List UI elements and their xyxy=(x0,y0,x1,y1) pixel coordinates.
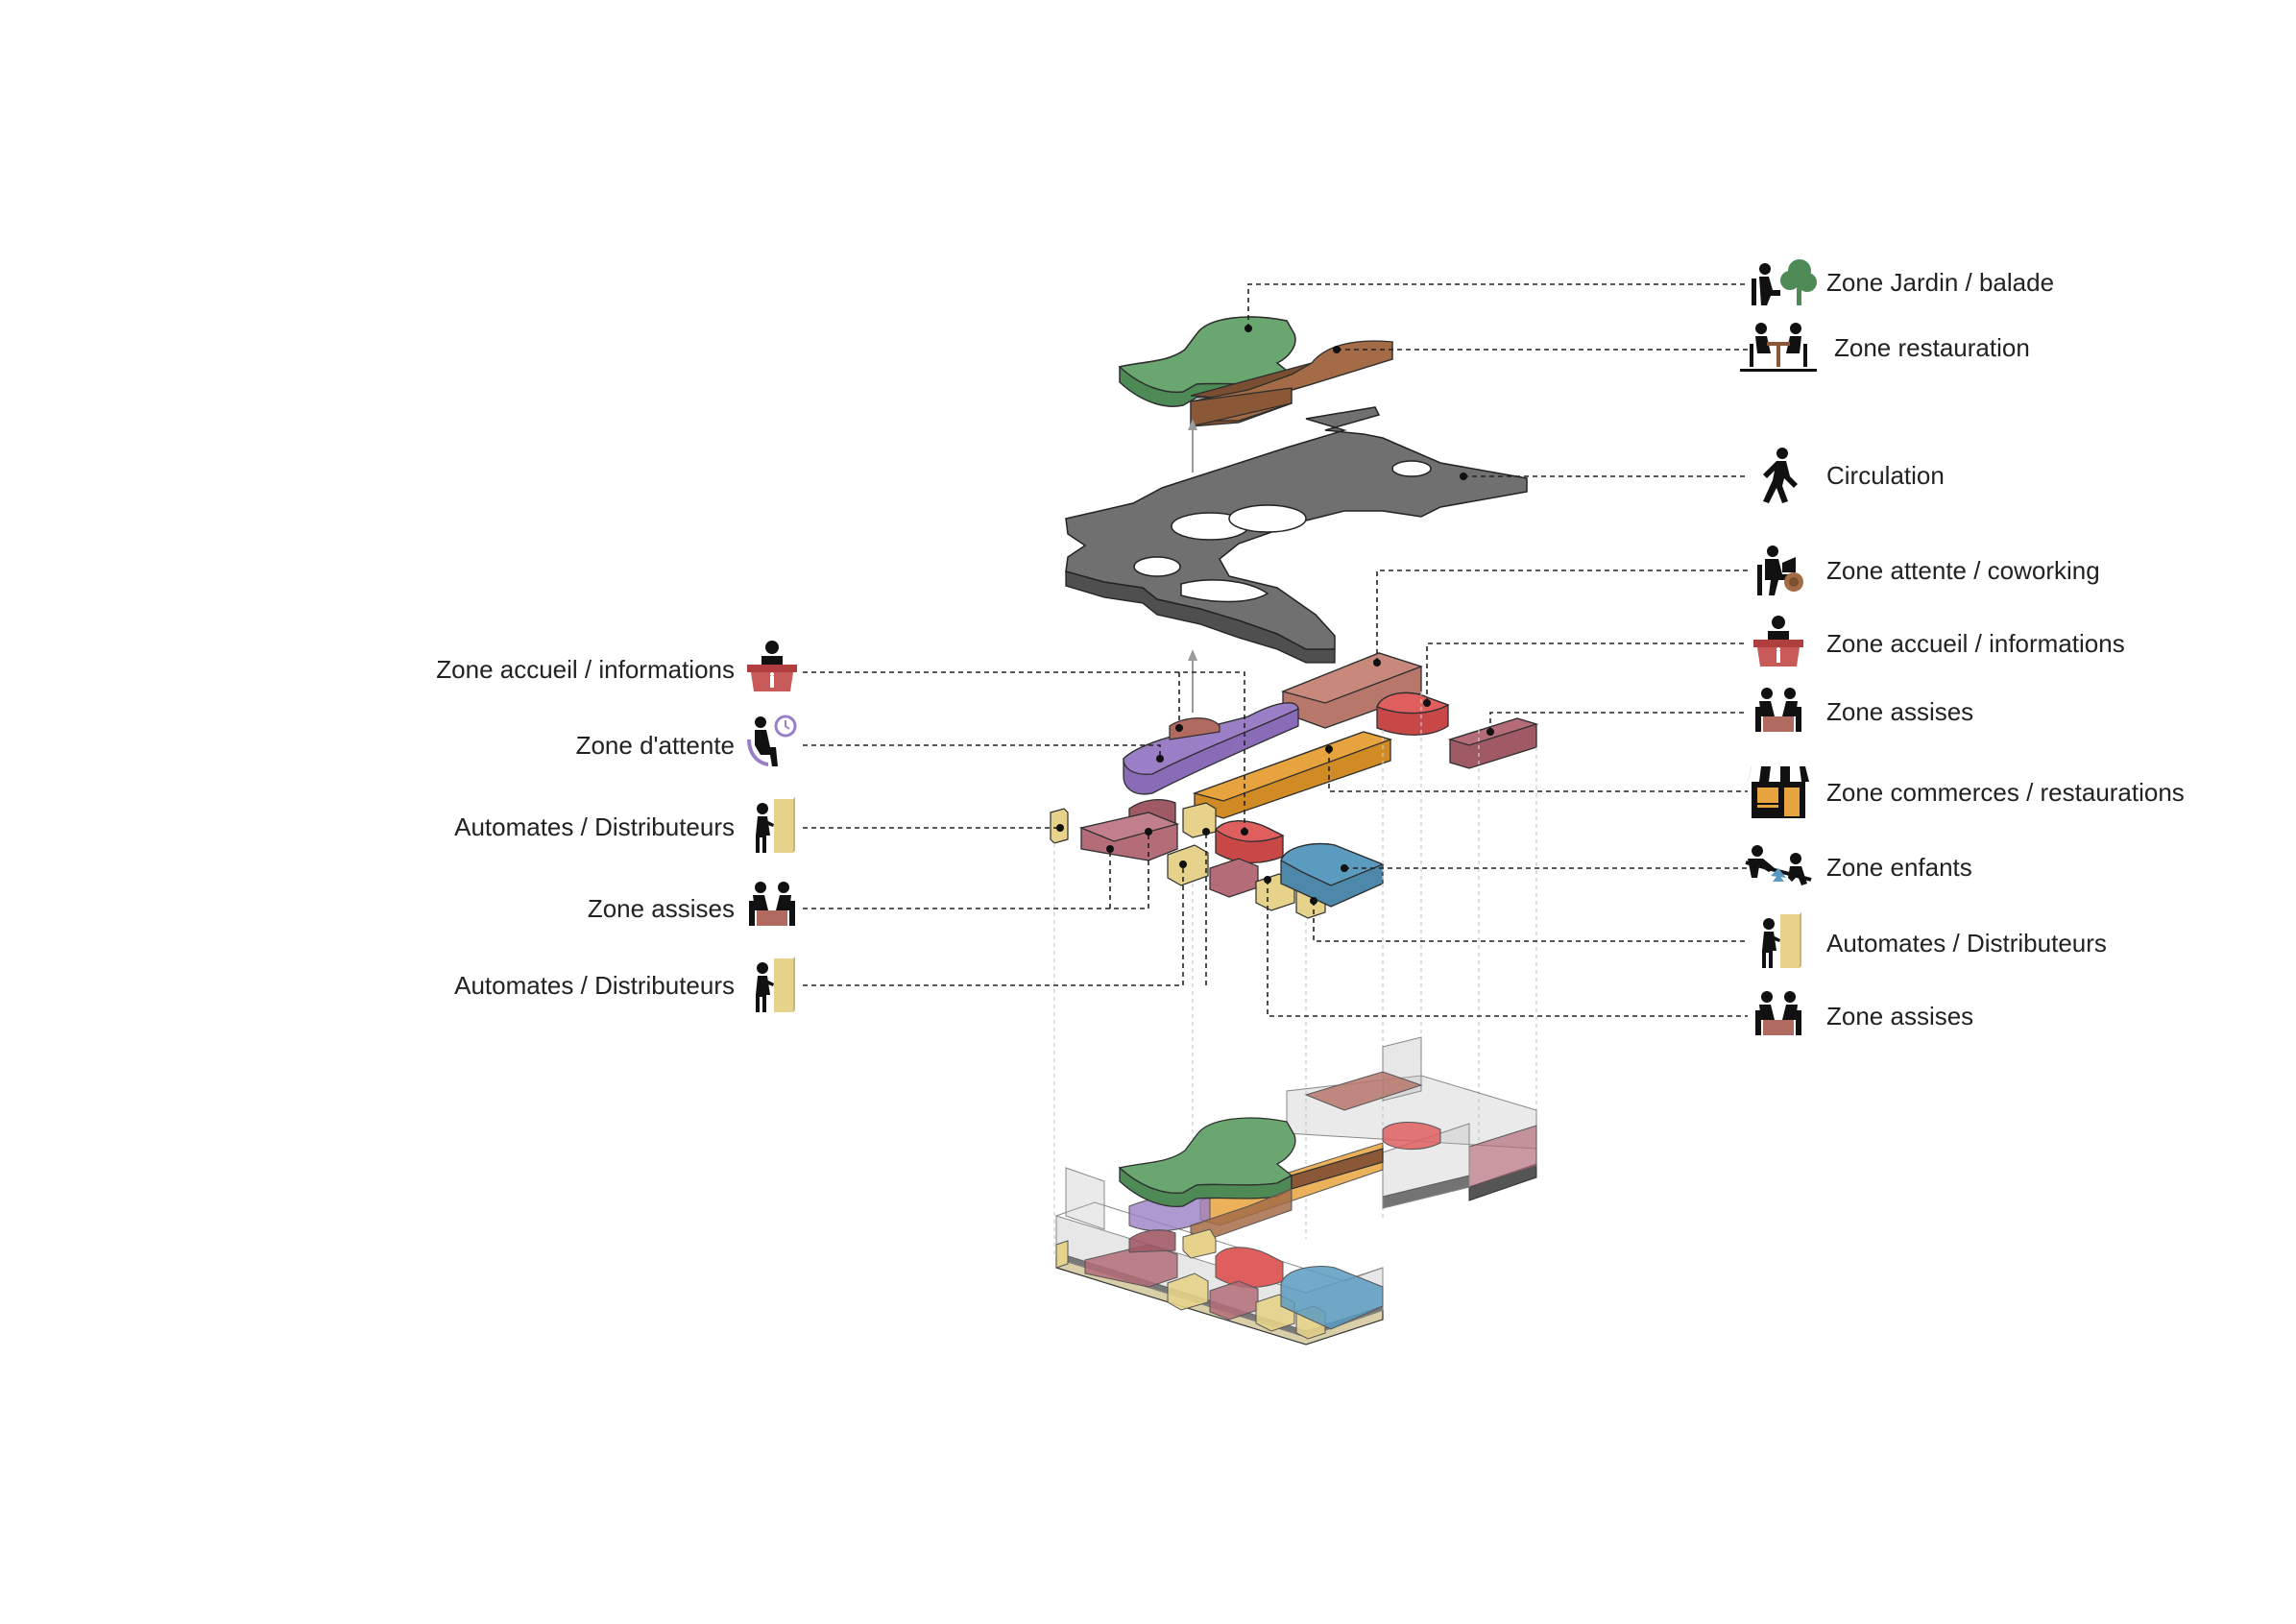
laptop-worker-icon xyxy=(1757,545,1803,595)
leader-lines-left xyxy=(803,671,1245,986)
seating-red-block xyxy=(1376,691,1450,736)
label-vending-left-1: Automates / Distributeurs xyxy=(454,812,735,841)
seating-block-low xyxy=(1209,858,1259,898)
label-garden-walk: Zone Jardin / balade xyxy=(1826,268,2055,297)
label-circulation: Circulation xyxy=(1826,461,1945,490)
label-seating-left: Zone assises xyxy=(587,894,735,923)
circulation-slab xyxy=(1065,406,1528,664)
label-waiting: Zone d'attente xyxy=(575,731,735,760)
label-seating-right-2: Zone assises xyxy=(1826,1002,1974,1030)
explode-arrow-top xyxy=(1188,419,1197,473)
seating-block-right xyxy=(1447,717,1539,769)
seating-block-mid xyxy=(1078,798,1180,861)
leader-dots-left xyxy=(1056,724,1248,868)
children-block xyxy=(1280,842,1385,908)
commerce-block xyxy=(1192,731,1393,819)
label-children: Zone enfants xyxy=(1826,853,1972,882)
seated-people-icon xyxy=(749,882,795,926)
vending-machine-icon xyxy=(756,957,795,1012)
seated-people-icon xyxy=(1755,991,1801,1035)
seesaw-icon xyxy=(1745,845,1812,885)
vending-machine-icon xyxy=(1762,912,1801,968)
label-restaurant: Zone restauration xyxy=(1834,333,2030,362)
info-desk-icon xyxy=(747,641,797,691)
walking-person-icon xyxy=(1763,448,1798,503)
label-waiting-coworking: Zone attente / coworking xyxy=(1826,556,2100,585)
label-reception-left: Zone accueil / informations xyxy=(436,655,735,684)
garden-bench-tree-icon xyxy=(1752,259,1817,305)
assembled-model xyxy=(1055,1036,1537,1345)
dining-table-icon xyxy=(1740,323,1817,372)
label-vending-left-2: Automates / Distributeurs xyxy=(454,971,735,1000)
waiting-clock-icon xyxy=(747,715,797,766)
label-commerce: Zone commerces / restaurations xyxy=(1826,778,2185,807)
info-desk-icon xyxy=(1753,616,1803,667)
waiting-block xyxy=(1123,702,1299,795)
explode-arrow-mid xyxy=(1188,649,1197,713)
shop-front-icon xyxy=(1748,766,1809,818)
label-reception-right: Zone accueil / informations xyxy=(1826,629,2125,658)
leader-dots-right xyxy=(1245,325,1494,905)
leader-lines-right xyxy=(1247,283,1748,1017)
vending-machine-icon xyxy=(756,797,795,853)
restaurant-slab xyxy=(1190,340,1393,427)
label-seating-right-1: Zone assises xyxy=(1826,697,1974,726)
seated-people-icon xyxy=(1755,688,1801,732)
seating-red-block-2 xyxy=(1215,820,1285,864)
label-vending-right: Automates / Distributeurs xyxy=(1826,929,2107,957)
